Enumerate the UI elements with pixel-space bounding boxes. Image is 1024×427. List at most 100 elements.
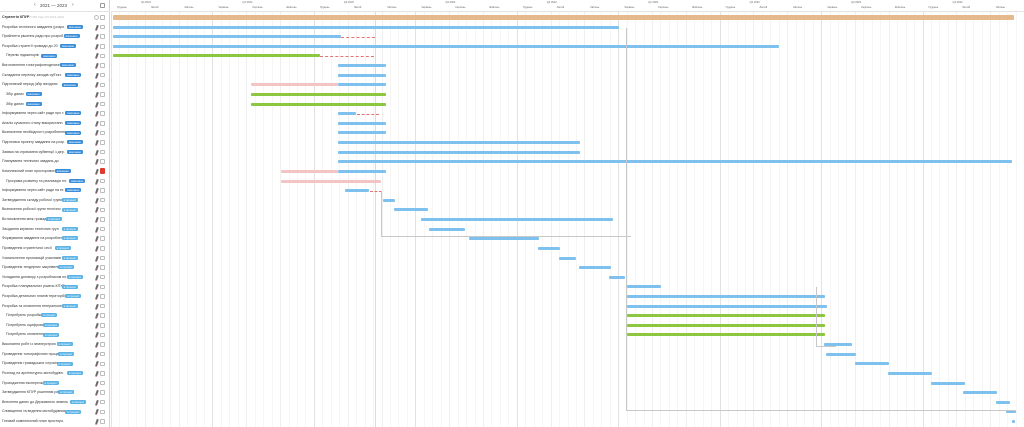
task-row[interactable]: Укладання договору з розробником пл.в пр… <box>0 273 110 283</box>
task-row[interactable]: Підготовка проекту завдання на розр.вико… <box>0 138 110 148</box>
task-row[interactable]: Програма розвитку та реалізація пл.викон… <box>0 177 110 187</box>
task-bar[interactable] <box>338 83 386 87</box>
task-bar[interactable] <box>281 179 381 183</box>
task-checkbox[interactable] <box>100 390 105 395</box>
task-bar[interactable] <box>338 73 386 77</box>
task-checkbox[interactable] <box>100 92 105 97</box>
task-checkbox[interactable] <box>100 121 105 126</box>
task-checkbox[interactable] <box>100 399 105 405</box>
task-checkbox[interactable] <box>100 246 105 251</box>
task-row[interactable]: Розробка технічного завдання (розро.вико… <box>0 23 110 33</box>
edit-pencil-icon[interactable] <box>95 274 99 280</box>
task-row[interactable]: Проведення топографічних проце.в процесі <box>0 350 110 360</box>
task-bar[interactable] <box>627 323 825 327</box>
edit-pencil-icon[interactable] <box>95 284 99 290</box>
edit-pencil-icon[interactable] <box>95 303 99 309</box>
edit-pencil-icon[interactable] <box>95 341 99 348</box>
edit-pencil-icon[interactable] <box>95 24 99 30</box>
task-bar[interactable] <box>559 256 576 260</box>
task-row[interactable]: Інформування через сайт ради про т.викон… <box>0 109 110 119</box>
task-checkbox[interactable] <box>100 111 105 116</box>
task-checkbox[interactable] <box>100 207 105 213</box>
task-checkbox[interactable] <box>100 303 105 309</box>
edit-pencil-icon[interactable] <box>95 418 99 425</box>
task-checkbox[interactable] <box>100 265 105 270</box>
task-bar[interactable] <box>338 160 1012 164</box>
task-bar[interactable] <box>469 237 539 241</box>
task-checkbox[interactable] <box>100 255 105 261</box>
task-checkbox[interactable] <box>100 34 105 39</box>
task-row[interactable]: Складання переліку заходів суб'єкт.викон… <box>0 71 110 81</box>
task-checkbox[interactable] <box>100 274 105 280</box>
task-bar[interactable] <box>338 64 386 68</box>
task-checkbox[interactable] <box>100 188 105 193</box>
task-checkbox[interactable] <box>100 53 105 59</box>
task-bar[interactable] <box>627 285 661 289</box>
edit-pencil-icon[interactable] <box>95 101 99 107</box>
edit-pencil-icon[interactable] <box>95 245 99 251</box>
task-bar[interactable] <box>855 362 889 366</box>
task-bar[interactable] <box>826 352 856 356</box>
task-bar[interactable] <box>421 218 613 222</box>
task-row[interactable]: Аналіз сучасного стану використанн.викон… <box>0 119 110 129</box>
edit-pencil-icon[interactable] <box>95 207 99 213</box>
task-row[interactable]: Формування завдання на розроблен.в проце… <box>0 234 110 244</box>
next-period-button[interactable]: › <box>72 2 74 8</box>
task-bar[interactable] <box>996 400 1010 404</box>
edit-pencil-icon[interactable] <box>95 265 99 271</box>
task-bar[interactable] <box>963 391 997 395</box>
task-bar[interactable] <box>251 92 386 96</box>
task-row[interactable]: Виготовлення топографогеодезичн.виконано <box>0 61 110 71</box>
task-checkbox[interactable] <box>100 284 105 290</box>
edit-pencil-icon[interactable] <box>95 216 99 223</box>
task-bar[interactable] <box>627 314 825 318</box>
prev-period-button[interactable]: ‹ <box>34 2 36 8</box>
task-checkbox[interactable] <box>100 217 105 222</box>
task-row[interactable]: Прийняття рішення ради про розроб.викона… <box>0 32 110 42</box>
task-checkbox[interactable] <box>100 409 105 415</box>
task-bar[interactable] <box>251 102 386 106</box>
task-bar[interactable] <box>113 44 779 48</box>
calendar-icon[interactable] <box>100 3 105 8</box>
edit-pencil-icon[interactable] <box>95 120 99 126</box>
task-checkbox[interactable] <box>100 159 105 164</box>
task-bar[interactable] <box>281 169 338 173</box>
task-bar[interactable] <box>538 246 560 250</box>
edit-pencil-icon[interactable] <box>95 390 99 396</box>
task-checkbox[interactable] <box>100 236 105 241</box>
task-checkbox[interactable] <box>100 380 105 386</box>
task-checkbox[interactable] <box>100 15 105 20</box>
edit-pencil-icon[interactable] <box>95 293 99 300</box>
task-row[interactable]: Внесення даних до Державного земельно.в … <box>0 398 110 408</box>
task-row[interactable]: Інформування через сайт ради на ет.викон… <box>0 186 110 196</box>
task-row[interactable]: Заявка на отримання субвенції з дер.вико… <box>0 148 110 158</box>
task-bar[interactable] <box>338 141 580 145</box>
task-bar[interactable] <box>609 275 625 279</box>
edit-pencil-icon[interactable] <box>95 91 99 98</box>
edit-pencil-icon[interactable] <box>95 380 99 386</box>
edit-pencil-icon[interactable] <box>95 159 99 165</box>
task-bar[interactable] <box>113 35 341 39</box>
edit-pencil-icon[interactable] <box>95 370 99 377</box>
task-bar[interactable] <box>251 83 338 87</box>
task-bar[interactable] <box>338 121 386 125</box>
edit-pencil-icon[interactable] <box>95 43 99 49</box>
task-bar[interactable] <box>113 54 320 58</box>
